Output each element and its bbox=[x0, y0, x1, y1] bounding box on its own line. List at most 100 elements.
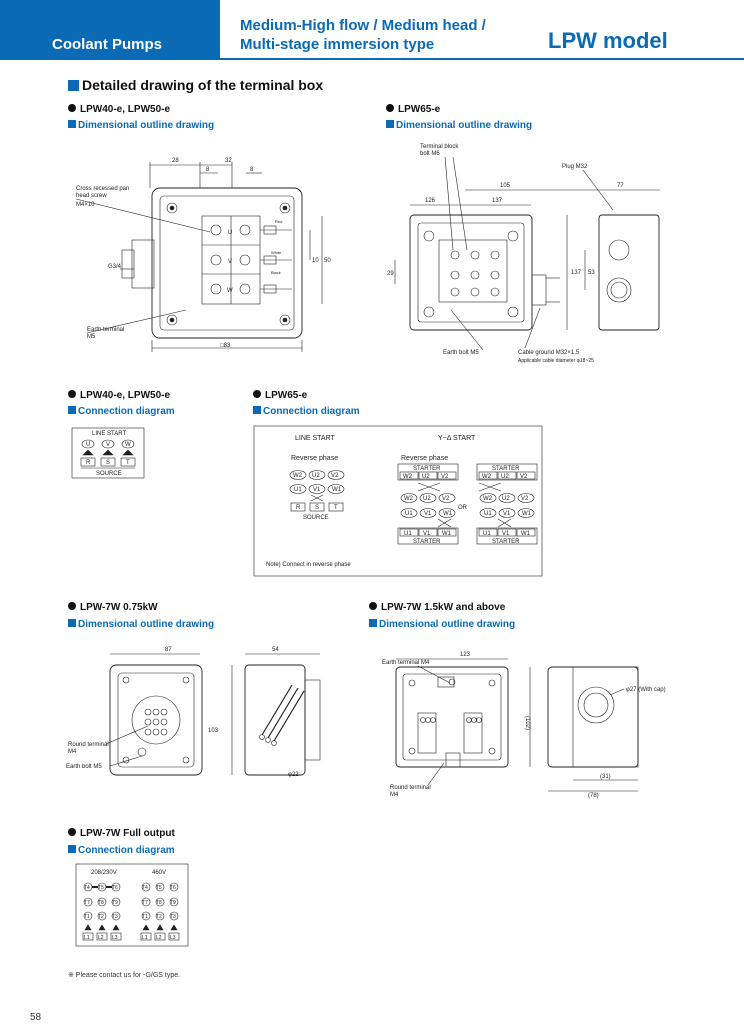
round-terminal-size: M4 bbox=[68, 749, 77, 755]
lb-r: R bbox=[296, 505, 301, 511]
terminal-block-label-1: Terminal block bbox=[420, 144, 459, 150]
dia-22: φ22 bbox=[288, 772, 299, 778]
plug-label: Plug M32 bbox=[562, 164, 588, 170]
conn-c-right-group: T4 T5 T6 T7 T8 T9 T1 T2 T3 L1 L2 L3 bbox=[140, 882, 180, 941]
dot-bullet-icon bbox=[68, 828, 76, 836]
screw-size: M4×10 bbox=[76, 202, 95, 208]
c-r-t8: T8 bbox=[156, 900, 162, 906]
yd-lm-w1: W1 bbox=[443, 511, 453, 517]
thread-g34: G3/4 bbox=[108, 264, 122, 270]
yd-lm-v1: V1 bbox=[424, 511, 432, 517]
c-r-t3: T3 bbox=[170, 914, 176, 920]
block-g-title: LPW-7W Full output bbox=[68, 828, 175, 839]
conn-b-reverse-1: Reverse phase bbox=[291, 455, 338, 462]
square-bullet-icon bbox=[369, 619, 377, 627]
c-l-t1: T1 bbox=[84, 914, 90, 920]
connection-diagram-a: LINE START U V W R S T SOURCE bbox=[71, 427, 145, 479]
dim-83: □83 bbox=[220, 343, 231, 349]
wire-red-label: Red bbox=[275, 219, 282, 224]
conn-a-s: S bbox=[106, 460, 110, 466]
dot-bullet-icon bbox=[253, 390, 261, 398]
block-c-title: LPW40-e, LPW50-e bbox=[68, 390, 170, 401]
terminal-w: W bbox=[227, 288, 233, 294]
connection-diagram-b: LINE START Y−Δ START Reverse phase Rever… bbox=[253, 425, 543, 577]
block-e-title: LPW-7W 0.75kW bbox=[68, 602, 158, 613]
dim-137a: 137 bbox=[492, 198, 503, 204]
page-number: 58 bbox=[30, 1012, 42, 1023]
square-bullet-icon bbox=[253, 406, 261, 414]
dim-105: 105 bbox=[500, 183, 511, 189]
earth-terminal-label: Earth terminal bbox=[87, 327, 124, 333]
conn-b-or: OR bbox=[458, 505, 468, 511]
conn-a-w: W bbox=[125, 442, 131, 448]
yd-starter-bottom-left: STARTER bbox=[413, 539, 441, 545]
drawing-e-terminal-box: 87 Round terminal M4 Earth bolt M5 54 10… bbox=[66, 647, 321, 778]
terminal-v: V bbox=[228, 259, 232, 265]
lb-w2: W2 bbox=[293, 473, 303, 479]
square-bullet-icon bbox=[386, 120, 394, 128]
model-name: LPW model bbox=[548, 28, 668, 53]
yd-lm-w2: W2 bbox=[404, 496, 414, 502]
subtitle-line-1: Medium-High flow / Medium head / bbox=[240, 17, 486, 34]
square-bullet-icon bbox=[68, 406, 76, 414]
conn-b-note: Note) Connect in reverse phase bbox=[266, 562, 351, 568]
yd-r-u2: U2 bbox=[501, 474, 509, 480]
square-bullet-icon bbox=[68, 80, 79, 91]
section-title: Detailed drawing of the terminal box bbox=[68, 77, 323, 93]
conn-b-yd-start: Y−Δ START bbox=[438, 435, 476, 442]
yd-lm-u2: U2 bbox=[423, 496, 431, 502]
yd-rm-u2: U2 bbox=[502, 496, 510, 502]
conn-a-t: T bbox=[126, 460, 130, 466]
earth-terminal-size: M5 bbox=[87, 334, 96, 340]
block-g-subtitle: Connection diagram bbox=[68, 845, 175, 856]
yd-lb-v1: V1 bbox=[423, 531, 431, 537]
block-b-title: LPW65-e bbox=[386, 104, 440, 115]
yd-lb-w1: W1 bbox=[442, 531, 452, 537]
c-r-t7: T7 bbox=[142, 900, 148, 906]
c-r-t1: T1 bbox=[142, 914, 148, 920]
yd-starter-top-right: STARTER bbox=[492, 466, 520, 472]
header-rule bbox=[220, 58, 744, 60]
c-l-t4: T4 bbox=[84, 885, 90, 891]
c-r-t4: T4 bbox=[142, 885, 148, 891]
conn-a-v: V bbox=[106, 442, 110, 448]
lb-s: S bbox=[315, 505, 319, 511]
round-terminal-size: M4 bbox=[390, 792, 399, 798]
c-r-l1: L1 bbox=[142, 935, 148, 941]
yd-rb-w1: W1 bbox=[521, 531, 531, 537]
yd-l-v2: V2 bbox=[441, 474, 449, 480]
lb-u1: U1 bbox=[294, 487, 302, 493]
dim-137b: 137 bbox=[571, 270, 582, 276]
dim-77: 77 bbox=[617, 183, 624, 189]
yd-r-w2: W2 bbox=[482, 474, 492, 480]
c-l-l1: L1 bbox=[84, 935, 90, 941]
dim-78: (78) bbox=[588, 793, 599, 799]
c-l-t5: T5 bbox=[98, 885, 104, 891]
dim-87: 87 bbox=[165, 647, 172, 653]
c-l-t8: T8 bbox=[98, 900, 104, 906]
yd-rm-w2: W2 bbox=[483, 496, 493, 502]
block-f-subtitle: Dimensional outline drawing bbox=[369, 619, 515, 630]
dim-32: 32 bbox=[225, 158, 232, 164]
conn-b-source: SOURCE bbox=[303, 515, 329, 521]
wire-white-label: White bbox=[271, 250, 282, 255]
dim-10: 10 bbox=[312, 258, 319, 264]
yd-lm-v2: V2 bbox=[442, 496, 450, 502]
yd-rb-v1: V1 bbox=[502, 531, 510, 537]
yd-lb-u1: U1 bbox=[404, 531, 412, 537]
drawing-a-terminal-box: 28 32 8 8 U V W Red White Black 10 50 Cr… bbox=[75, 158, 331, 352]
yd-lm-u1: U1 bbox=[405, 511, 413, 517]
block-c-subtitle: Connection diagram bbox=[68, 406, 175, 417]
c-l-t9: T9 bbox=[112, 900, 118, 906]
dim-123: 123 bbox=[460, 652, 471, 658]
terminal-u: U bbox=[228, 230, 232, 236]
dim-28: 28 bbox=[172, 158, 179, 164]
c-r-l3: L3 bbox=[170, 935, 176, 941]
block-a-subtitle: Dimensional outline drawing bbox=[68, 120, 214, 131]
block-e-subtitle: Dimensional outline drawing bbox=[68, 619, 214, 630]
block-d-title: LPW65-e bbox=[253, 390, 307, 401]
subtitle-line-2: Multi-stage immersion type bbox=[240, 36, 435, 53]
dim-102: (102) bbox=[524, 716, 530, 730]
c-r-l2: L2 bbox=[156, 935, 162, 941]
c-l-t3: T3 bbox=[112, 914, 118, 920]
